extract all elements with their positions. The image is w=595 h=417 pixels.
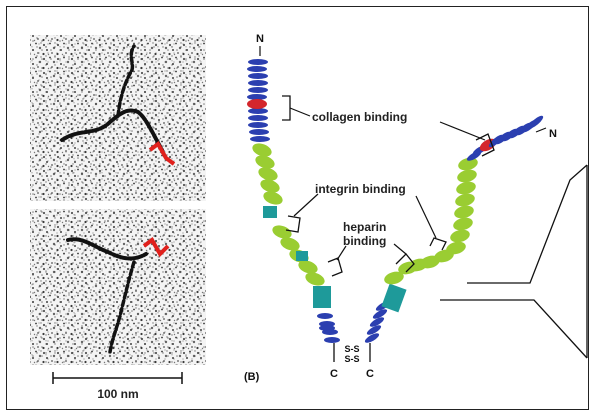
type3-module	[458, 157, 478, 171]
type1-module	[247, 94, 267, 100]
type1-module	[528, 115, 544, 129]
em-label-bottom	[142, 237, 170, 258]
type1-module	[248, 80, 268, 86]
type1-module	[248, 108, 268, 114]
type1-module	[372, 309, 388, 319]
collagen-binding-label: collagen binding	[312, 110, 407, 124]
n-terminus-right: N	[549, 128, 557, 140]
type1-module	[250, 136, 270, 142]
type1-module	[364, 333, 380, 343]
disulfide-bridge: S-S S-S C C	[330, 343, 374, 380]
type3-module	[252, 143, 272, 157]
scale-bar-label: 100 nm	[97, 387, 138, 401]
fibronectin-dimer	[247, 59, 544, 343]
heparin-binding-callouts	[327, 243, 415, 277]
collagen-binding-callouts	[282, 95, 495, 157]
type1-module	[249, 129, 269, 135]
type3-module	[263, 191, 283, 205]
type1-module	[248, 122, 268, 128]
type1-module	[324, 337, 340, 343]
type1-module	[366, 325, 382, 335]
type1-module	[319, 325, 335, 331]
variable-domain	[296, 251, 308, 261]
integrin-binding-callouts	[285, 193, 447, 251]
type3-module	[384, 271, 404, 285]
type1-module	[369, 317, 385, 327]
type3-module	[305, 272, 325, 286]
type1-module	[248, 59, 268, 65]
zoom-lines	[440, 164, 588, 359]
type3-module	[457, 169, 477, 183]
disulfide-label-2: S-S	[344, 354, 359, 364]
em-image-bottom	[30, 209, 206, 365]
type3-module	[450, 229, 470, 243]
type1-module	[317, 313, 333, 319]
type3-module	[272, 225, 292, 239]
type3-module	[454, 205, 474, 219]
type1-module	[248, 115, 268, 121]
disulfide-label-1: S-S	[344, 344, 359, 354]
type2-module	[247, 99, 267, 109]
type1-module	[248, 87, 268, 93]
heparin-binding-label-line1: heparin	[343, 220, 386, 234]
c-terminus-left: C	[330, 368, 338, 380]
variable-domain	[313, 286, 331, 308]
type3-module	[255, 155, 275, 169]
heparin-binding-label-line2: binding	[343, 234, 386, 248]
em-label-top	[148, 141, 176, 166]
type1-module	[248, 73, 268, 79]
type3-module	[455, 193, 475, 207]
variable-domain	[381, 283, 407, 313]
type3-module	[446, 241, 466, 255]
type3-module	[260, 179, 280, 193]
panel-b-letter: (B)	[244, 371, 260, 383]
integrin-binding-label: integrin binding	[315, 182, 406, 196]
scale-bar: 100 nm	[52, 372, 183, 401]
variable-domain	[263, 206, 277, 218]
type3-module	[298, 260, 318, 274]
type1-module	[247, 66, 267, 72]
type3-module	[453, 217, 473, 231]
n-terminus-left: N	[256, 33, 264, 45]
c-terminus-right: C	[366, 368, 374, 380]
type3-module	[456, 181, 476, 195]
type3-module	[258, 167, 278, 181]
type3-module	[280, 237, 300, 251]
em-image-top	[30, 35, 206, 201]
